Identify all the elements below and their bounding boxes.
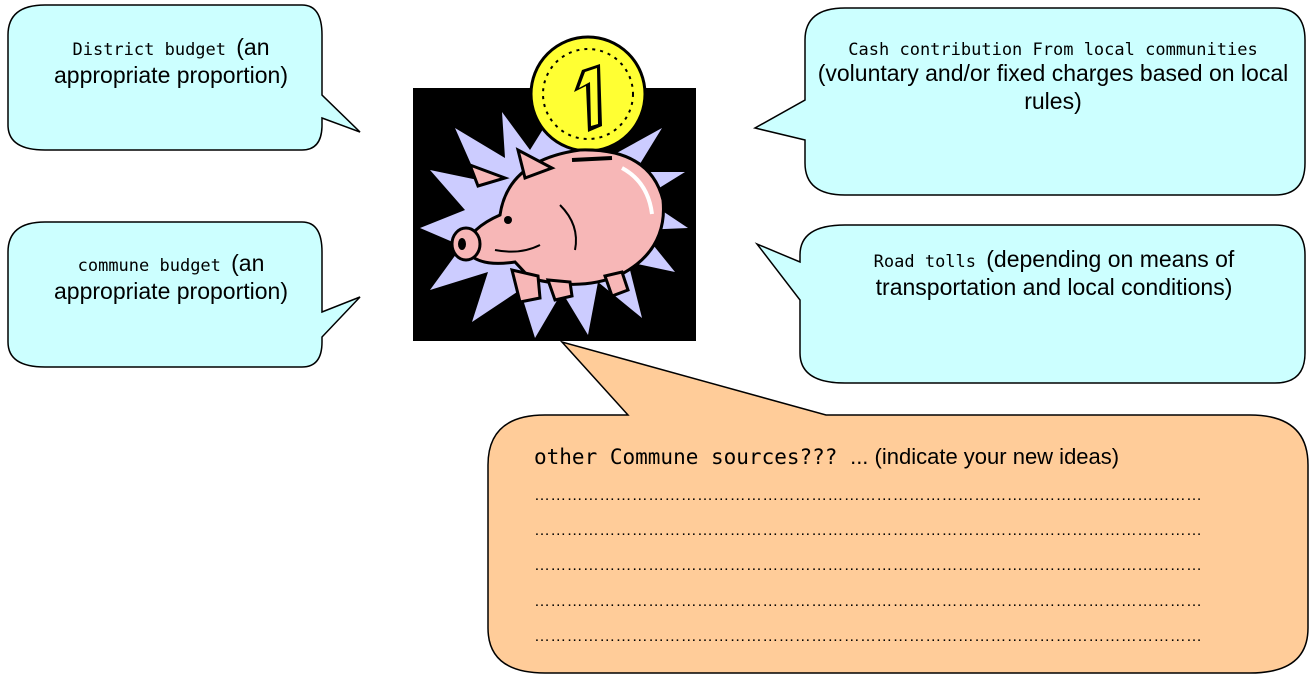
cash-contribution-description: (voluntary and/or fixed charges based on…	[817, 60, 1289, 114]
commune-budget-title: commune budget	[77, 256, 232, 276]
answer-line-2[interactable]: ……………………………………………………………………………………………………………	[534, 522, 1203, 539]
other-sources-bubble	[487, 340, 1309, 674]
answer-line-1[interactable]: ……………………………………………………………………………………………………………	[534, 487, 1203, 504]
road-tolls-label: Road tolls (depending on means of transp…	[812, 246, 1296, 301]
cash-contribution-bubble	[752, 7, 1306, 196]
commune-budget-bubble	[7, 221, 361, 368]
other-sources-label: other Commune sources??? ... (indicate y…	[534, 443, 1274, 472]
road-tolls-description: (depending on means of transportation an…	[875, 246, 1235, 300]
district-budget-bubble	[7, 4, 361, 151]
district-budget-description: (an appropriate proportion)	[54, 34, 288, 88]
other-sources-description: ... (indicate your new ideas)	[850, 444, 1120, 469]
road-tolls-bubble	[754, 224, 1306, 384]
piggy-bank-icon	[413, 35, 696, 341]
cash-contribution-label: Cash contribution From local communities…	[808, 40, 1298, 116]
coin-icon	[529, 35, 647, 153]
other-sources-title: other Commune sources???	[534, 445, 851, 469]
answer-line-5[interactable]: ……………………………………………………………………………………………………………	[534, 628, 1203, 645]
commune-budget-label: commune budget (an appropriate proportio…	[20, 250, 322, 305]
road-tolls-title: Road tolls	[873, 252, 987, 272]
cash-contribution-title: Cash contribution From local communities	[848, 40, 1258, 60]
district-budget-title: District budget	[72, 40, 237, 60]
commune-budget-description: (an appropriate proportion)	[54, 250, 288, 304]
district-budget-label: District budget (an appropriate proporti…	[20, 34, 322, 89]
answer-line-4[interactable]: ……………………………………………………………………………………………………………	[534, 593, 1203, 610]
answer-line-3[interactable]: ……………………………………………………………………………………………………………	[534, 557, 1203, 574]
